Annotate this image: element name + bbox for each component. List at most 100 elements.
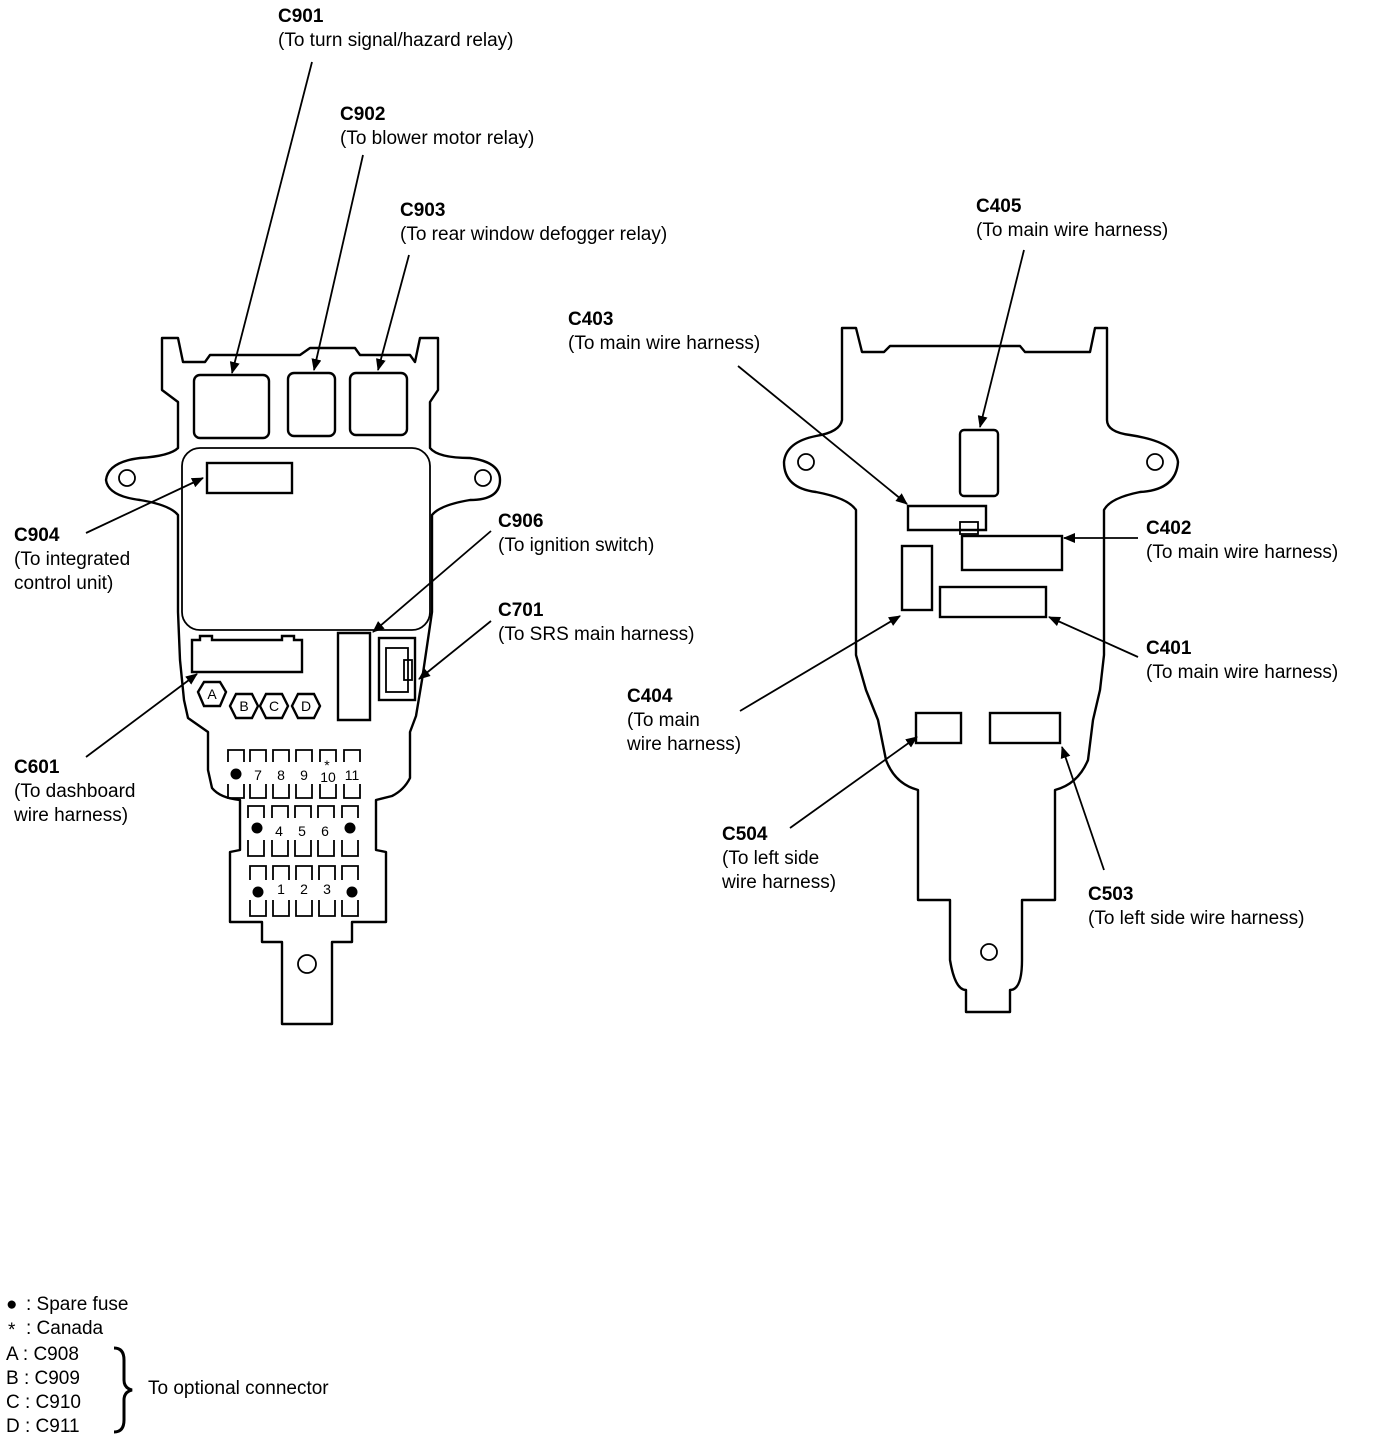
mounting-hole [797,453,815,471]
connector-c405 [958,428,1000,498]
callout-c404-desc-line1: (To main [627,710,700,731]
callout-c404-code: C404 [627,686,673,707]
callout-c701-desc: (To SRS main harness) [498,624,694,645]
callout-c904-desc-line2: control unit) [14,573,113,594]
callout-c504-desc-line2: wire harness) [721,872,836,893]
legend-d: D : C911 [6,1416,80,1437]
callout-c906-code: C906 [498,511,543,532]
leader-c401 [1048,616,1139,658]
connector-c601 [190,634,304,674]
right-fuse-box-outline [782,326,1180,1014]
leader-c504 [789,736,918,829]
mounting-hole [980,943,998,961]
mounting-hole [474,469,492,487]
connector-c404 [900,544,934,612]
callout-c904-desc-line1: (To integrated [14,549,130,570]
leader-lines [85,61,1139,871]
callout-c403-code: C403 [568,309,613,330]
leader-c601 [85,673,198,758]
optional-connector-d-label: D [301,698,311,714]
leader-c701 [418,620,492,680]
relay-turn-signal [192,373,271,440]
callout-c701-code: C701 [498,600,544,621]
callout-c904-code: C904 [14,525,60,546]
callout-c503-code: C503 [1088,884,1133,905]
fuse-number: 3 [323,881,331,897]
leader-c901 [229,61,313,374]
callout-c405-code: C405 [976,196,1022,217]
left-fuse-box-outline [104,336,502,1026]
callout-c902-desc: (To blower motor relay) [340,128,534,149]
optional-connector-b-label: B [239,698,248,714]
legend-spare-symbol: ● [6,1294,17,1315]
callout-c504-desc-line1: (To left side [722,848,819,869]
callout-c403-desc: (To main wire harness) [568,333,760,354]
callout-c402-desc: (To main wire harness) [1146,542,1338,563]
callout-c504-code: C504 [722,824,768,845]
fuse-number: 7 [254,767,262,783]
fuse-number: 6 [321,823,329,839]
callout-c405-desc: (To main wire harness) [976,220,1168,241]
connector-c403-tab [959,521,979,535]
spare-fuse-dot [252,886,264,898]
left-fuse-box: A B C D 7 8 9 10 * 11 4 5 6 [104,336,502,1026]
fuse-slot-row [227,749,361,799]
connector-c403 [906,504,988,532]
connector-c904 [205,461,294,495]
fuse-slot-row [249,865,359,917]
callout-c401-code: C401 [1146,638,1192,659]
canada-mark: * [324,757,330,773]
connector-c503 [988,711,1062,745]
fuse-slot-row [247,805,359,857]
connector-c402 [960,534,1064,572]
leader-c403 [737,365,908,505]
spare-fuse-dot [344,822,356,834]
legend-c: C : C910 [6,1392,81,1413]
right-fuse-box [782,326,1180,1014]
callout-c902-code: C902 [340,104,385,125]
callout-c503-desc: (To left side wire harness) [1088,908,1304,929]
leader-c904 [85,477,204,534]
optional-connector-c-label: C [269,698,279,714]
leader-c906 [372,530,492,633]
connector-c504 [914,711,963,745]
callout-c906-desc: (To ignition switch) [498,535,654,556]
optional-connector-a [196,680,228,708]
leader-c503 [1060,746,1105,871]
spare-fuse-dot [251,822,263,834]
mounting-hole [118,469,136,487]
fuse-number: 10 [320,769,336,785]
callout-c402-code: C402 [1146,518,1191,539]
legend-canada-symbol: * [8,1320,16,1341]
fuse-number: 1 [277,881,285,897]
optional-connector-a-label: A [207,686,217,702]
fuse-number: 2 [300,881,308,897]
spare-fuse-dot [346,886,358,898]
legend-canada-text: : Canada [26,1318,104,1339]
optional-connector-b [228,692,260,720]
relay-defogger [348,371,409,437]
callout-c404-desc-line2: wire harness) [626,734,741,755]
callout-c601-desc-line1: (To dashboard [14,781,135,802]
legend-optional-text: To optional connector [148,1378,329,1399]
legend-b: B : C909 [6,1368,80,1389]
leader-c903 [376,254,410,371]
connector-c906 [336,631,372,722]
fuse-number: 8 [277,767,285,783]
callout-c903-desc: (To rear window defogger relay) [400,224,667,245]
relay-blower-motor [286,371,337,438]
callout-c901-desc: (To turn signal/hazard relay) [278,30,514,51]
connector-c401 [938,585,1048,619]
callout-c901-code: C901 [278,6,324,27]
callout-c401-desc: (To main wire harness) [1146,662,1338,683]
connector-c701-latch [403,659,413,681]
optional-connector-c [258,692,290,720]
legend-spare-text: : Spare fuse [26,1294,128,1315]
integrated-control-unit [181,447,431,631]
callout-c601-desc-line2: wire harness) [13,805,128,826]
spare-fuse-dot [230,768,242,780]
legend-brace [113,1346,133,1434]
connector-c701-inner [385,647,409,693]
callout-c601-code: C601 [14,757,60,778]
